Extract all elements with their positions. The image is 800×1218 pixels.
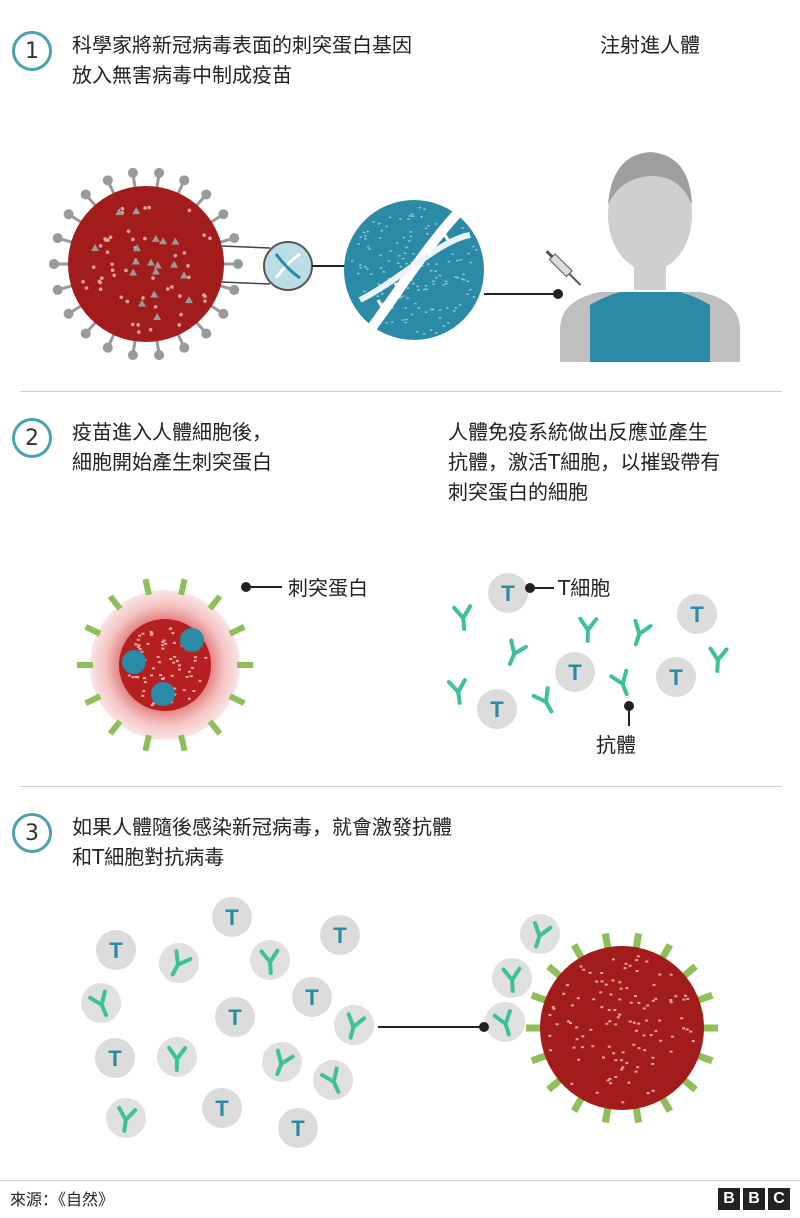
antibody-icon: [578, 616, 599, 643]
t-cell-letter: T: [690, 602, 704, 627]
t-cell-icon: T: [278, 1108, 318, 1148]
zoom-line: [221, 281, 271, 285]
t-cell-icon: T: [292, 977, 332, 1017]
antibody-icon: [259, 948, 280, 975]
antibody-label: 抗體: [596, 733, 636, 757]
tcell-label: T細胞: [558, 576, 611, 600]
step-2-right-line3: 刺突蛋白的細胞: [448, 480, 588, 504]
t-cell-icon: T: [202, 1088, 242, 1128]
antibody-icon: [531, 686, 554, 714]
connector-dot: [479, 1022, 489, 1032]
step-3-text-line1: 如果人體隨後感染新冠病毒，就會激發抗體: [72, 815, 452, 839]
syringe-icon: [545, 250, 582, 286]
antibody-icon: [275, 1048, 295, 1077]
divider: [20, 786, 782, 787]
t-cell-letter: T: [568, 660, 582, 685]
t-cell-icon: T: [677, 594, 717, 634]
step-1-text-line1: 科學家將新冠病毒表面的刺突蛋白基因: [72, 33, 412, 57]
t-cell-letter: T: [291, 1116, 305, 1141]
t-cell-letter: T: [501, 581, 515, 606]
step-2-text-line1: 疫苗進入人體細胞後，: [72, 420, 272, 444]
antibody-icon: [452, 604, 473, 631]
antibody-icon: [609, 668, 629, 697]
step-2-right-line2: 抗體，激活T細胞，以摧毀帶有: [448, 450, 721, 474]
t-cell-icon: T: [555, 652, 595, 692]
antibody-icon: [88, 989, 109, 1017]
antibody-label-dot: [624, 701, 634, 711]
t-cell-letter: T: [490, 697, 504, 722]
cell-producing-spike-protein-icon: [77, 578, 253, 752]
source-text: 來源：《自然》: [10, 1190, 115, 1209]
t-cell-icon: T: [95, 1038, 135, 1078]
antibody-icon: [117, 1106, 138, 1133]
t-cell-icon: T: [656, 657, 696, 697]
dna-circle-icon: [344, 196, 484, 340]
injection-label: 注射進人體: [600, 33, 700, 57]
antibody-icon: [320, 1066, 341, 1094]
coronavirus-icon: [526, 932, 718, 1124]
step-1-number: 1: [12, 31, 52, 71]
step-2-text-line2: 細胞開始產生刺突蛋白: [72, 450, 272, 474]
t-cell-icon: T: [320, 915, 360, 955]
t-cell-icon: T: [215, 997, 255, 1037]
step-3-number: 3: [12, 813, 52, 853]
footer-divider: [0, 1180, 800, 1181]
t-cell-letter: T: [109, 938, 123, 963]
antibody-icon: [170, 949, 193, 977]
tcell-label-dot: [525, 583, 535, 593]
t-cell-letter: T: [228, 1005, 242, 1030]
antibody-icon: [533, 921, 553, 949]
person-icon: [560, 152, 740, 362]
antibody-icon: [492, 1009, 512, 1037]
t-cell-letter: T: [225, 905, 239, 930]
antibody-icon: [708, 646, 729, 673]
t-cell-letter: T: [108, 1046, 122, 1071]
t-cell-icon: T: [488, 573, 528, 613]
t-cell-letter: T: [215, 1096, 229, 1121]
divider: [20, 391, 782, 392]
t-cell-icon: T: [212, 897, 252, 937]
zoom-line: [221, 245, 271, 249]
connector-dot: [553, 289, 563, 299]
antibody-icon: [346, 1012, 367, 1040]
step-2-right-line1: 人體免疫系統做出反應並產生: [448, 420, 708, 444]
t-cell-icon: T: [96, 930, 136, 970]
t-cell-letter: T: [669, 665, 683, 690]
t-cell-icon: T: [477, 689, 517, 729]
spike-protein-label: 刺突蛋白: [288, 576, 368, 600]
step-3-text-line2: 和T細胞對抗病毒: [72, 845, 225, 869]
antibody-icon: [446, 678, 467, 705]
diagram-artwork: T T T T T T T T T T T T T: [49, 152, 740, 1148]
t-cell-letter: T: [305, 985, 319, 1010]
spike-label-dot: [241, 582, 251, 592]
antibody-icon: [507, 638, 528, 666]
t-cell-letter: T: [333, 923, 347, 948]
antibody-icon: [167, 1045, 188, 1072]
step-1-text-line2: 放入無害病毒中制成疫苗: [72, 63, 292, 87]
antibody-icon: [633, 618, 653, 647]
coronavirus-icon: [49, 167, 243, 361]
step-2-number: 2: [12, 418, 52, 458]
bbc-logo: B B C: [718, 1188, 790, 1210]
magnifier-dna-icon: [263, 241, 313, 291]
antibody-icon: [501, 966, 522, 993]
